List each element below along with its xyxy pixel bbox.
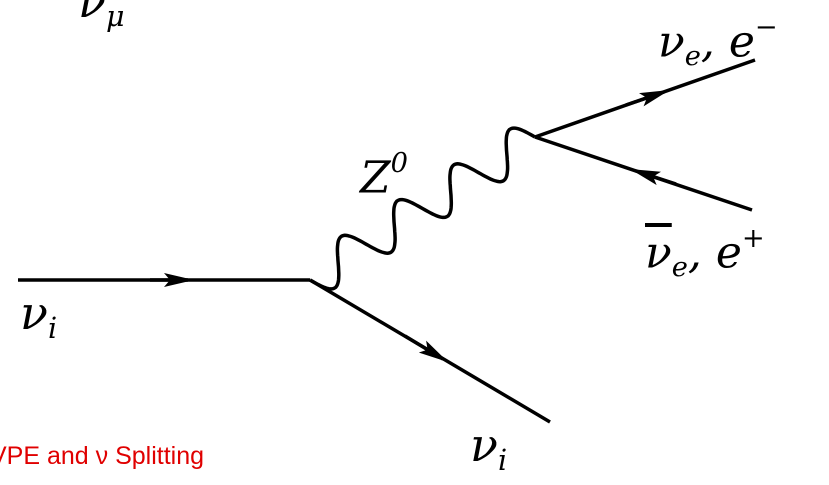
label-nu-mu: νμ: [78, 0, 125, 34]
z-boson-propagator: [309, 126, 536, 291]
label-anti-electron-neutrino-positron: νe, e+: [645, 223, 765, 284]
outgoing-fermion-arrow: [625, 90, 670, 107]
label-electron-neutrino-electron: νe, e−: [658, 12, 778, 73]
outgoing-neutrino-arrow: [404, 334, 449, 363]
label-z0: Z0: [360, 148, 408, 204]
label-outgoing-neutrino: νi: [470, 418, 508, 478]
antifermion-arrow: [630, 169, 677, 186]
caption-text: VPE and ν Splitting: [0, 442, 205, 470]
label-incoming-neutrino: νi: [20, 286, 58, 346]
